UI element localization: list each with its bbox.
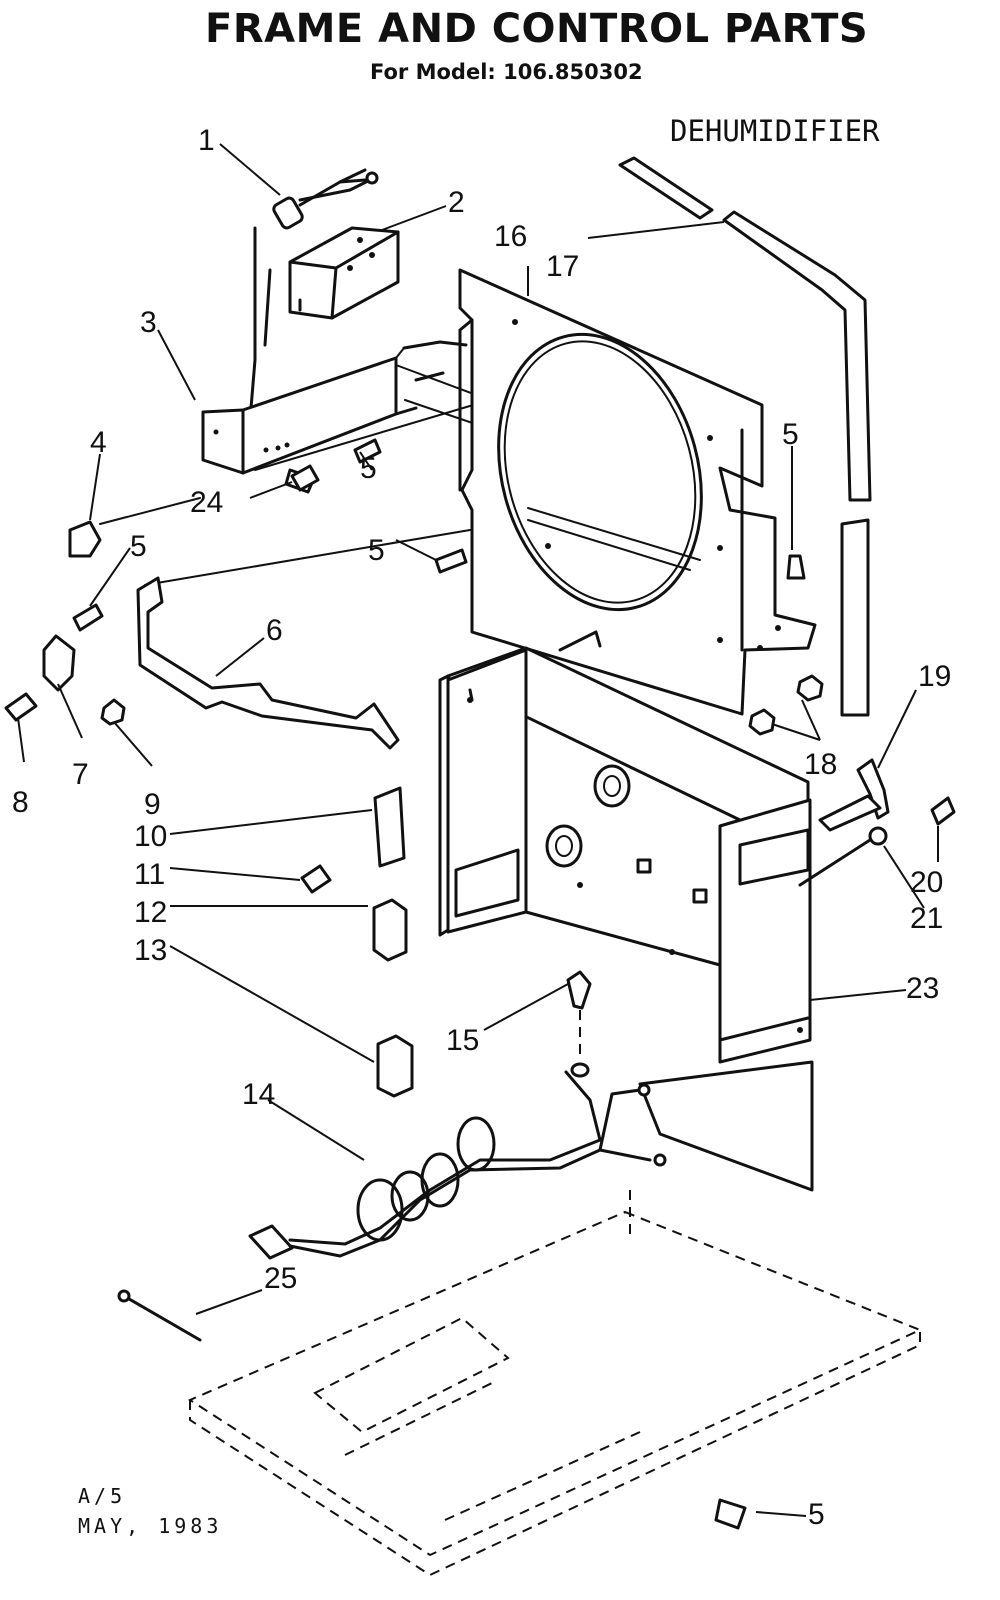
callout-6: 6 bbox=[266, 614, 283, 647]
part-7-hinge bbox=[42, 634, 76, 692]
lower-side-panel bbox=[638, 1060, 814, 1192]
model-number: For Model: 106.850302 bbox=[370, 60, 643, 84]
callout-5-center: 5 bbox=[368, 534, 385, 567]
callout-5-bracket: 5 bbox=[360, 452, 377, 485]
callout-18: 18 bbox=[804, 748, 837, 781]
callout-20: 20 bbox=[910, 866, 943, 899]
callout-23: 23 bbox=[906, 972, 939, 1005]
callout-12: 12 bbox=[134, 896, 167, 929]
part-14-power-cord bbox=[248, 1070, 667, 1260]
base-pan bbox=[187, 1190, 923, 1577]
callout-2: 2 bbox=[448, 186, 465, 219]
part-19-link bbox=[856, 758, 890, 820]
footer-date: MAY, 1983 bbox=[78, 1514, 223, 1538]
part-20-screw bbox=[930, 796, 956, 826]
part-13-relay bbox=[376, 1034, 414, 1098]
part-5-screws bbox=[72, 438, 806, 1530]
page-title: FRAME AND CONTROL PARTS bbox=[205, 6, 869, 52]
callout-14: 14 bbox=[242, 1078, 275, 1111]
callout-5-bottom: 5 bbox=[808, 1498, 825, 1531]
part-11-screw bbox=[300, 864, 332, 894]
part-9-nut bbox=[100, 698, 126, 726]
callout-16: 16 bbox=[494, 220, 527, 253]
part-17-gasket-strips bbox=[618, 156, 872, 717]
part-6-bracket bbox=[136, 576, 400, 750]
part-10-switch bbox=[373, 786, 406, 868]
part-18-nuts bbox=[748, 674, 824, 736]
leader-lines bbox=[17, 143, 939, 1517]
callout-5-left: 5 bbox=[130, 530, 147, 563]
callout-3: 3 bbox=[140, 306, 157, 339]
callout-25: 25 bbox=[264, 1262, 297, 1295]
part-4-clip bbox=[68, 520, 102, 558]
callout-11: 11 bbox=[134, 858, 165, 891]
product-name: DEHUMIDIFIER bbox=[670, 114, 880, 148]
part-22-arm bbox=[818, 794, 882, 832]
part-12-capacitor bbox=[372, 898, 408, 962]
callout-10: 10 bbox=[134, 820, 167, 853]
callout-4: 4 bbox=[90, 426, 107, 459]
callout-numbers: 1 2 3 4 5 5 5 5 5 6 7 8 9 10 11 12 13 14… bbox=[12, 124, 951, 1531]
part-25-strap bbox=[122, 1294, 202, 1342]
callout-9: 9 bbox=[144, 788, 161, 821]
callout-17: 17 bbox=[546, 250, 579, 283]
callout-13: 13 bbox=[134, 934, 167, 967]
part-2-control-box bbox=[288, 226, 400, 320]
callout-21: 21 bbox=[910, 902, 943, 935]
callout-15: 15 bbox=[446, 1024, 479, 1057]
part-16-fan-shroud bbox=[458, 268, 817, 716]
part-15-screw bbox=[566, 970, 592, 1010]
part-1-wire-lead bbox=[248, 168, 379, 422]
part-15-grommet bbox=[570, 1062, 590, 1078]
footer-code: A/5 bbox=[78, 1484, 127, 1508]
callout-1: 1 bbox=[198, 124, 215, 157]
callout-24: 24 bbox=[190, 486, 223, 519]
callout-5-right: 5 bbox=[782, 418, 799, 451]
part-24-screw bbox=[290, 464, 320, 492]
part-8-screw bbox=[4, 692, 38, 722]
callout-7: 7 bbox=[72, 758, 89, 791]
part-3-control-bracket bbox=[201, 340, 468, 475]
main-cabinet-frame bbox=[438, 630, 812, 1064]
callout-8: 8 bbox=[12, 786, 29, 819]
callout-19: 19 bbox=[918, 660, 951, 693]
part-21-washer bbox=[868, 826, 888, 846]
